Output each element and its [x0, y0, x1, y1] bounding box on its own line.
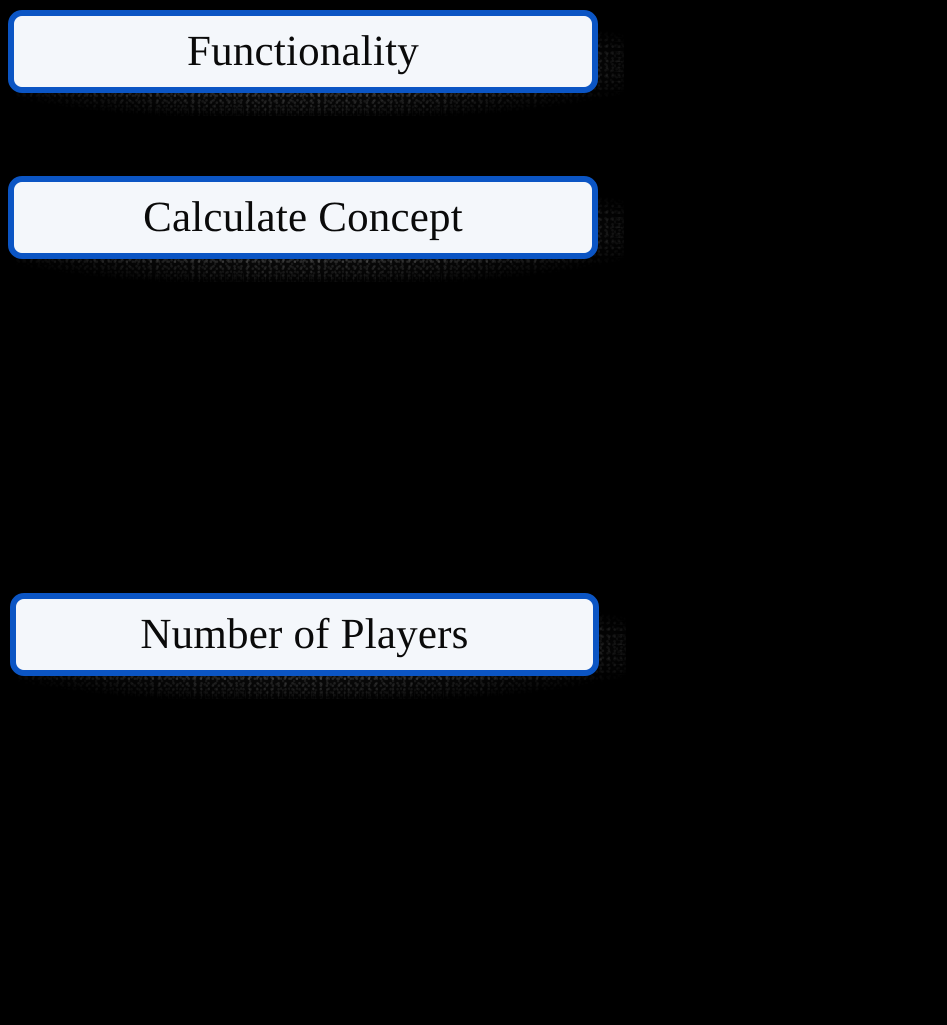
- node-calculate-concept[interactable]: Calculate Concept: [8, 176, 598, 259]
- node-label-functionality: Functionality: [187, 28, 419, 75]
- node-number-of-players[interactable]: Number of Players: [10, 593, 599, 676]
- node-label-number-of-players: Number of Players: [140, 611, 469, 658]
- node-functionality[interactable]: Functionality: [8, 10, 598, 93]
- node-label-calculate-concept: Calculate Concept: [143, 194, 463, 241]
